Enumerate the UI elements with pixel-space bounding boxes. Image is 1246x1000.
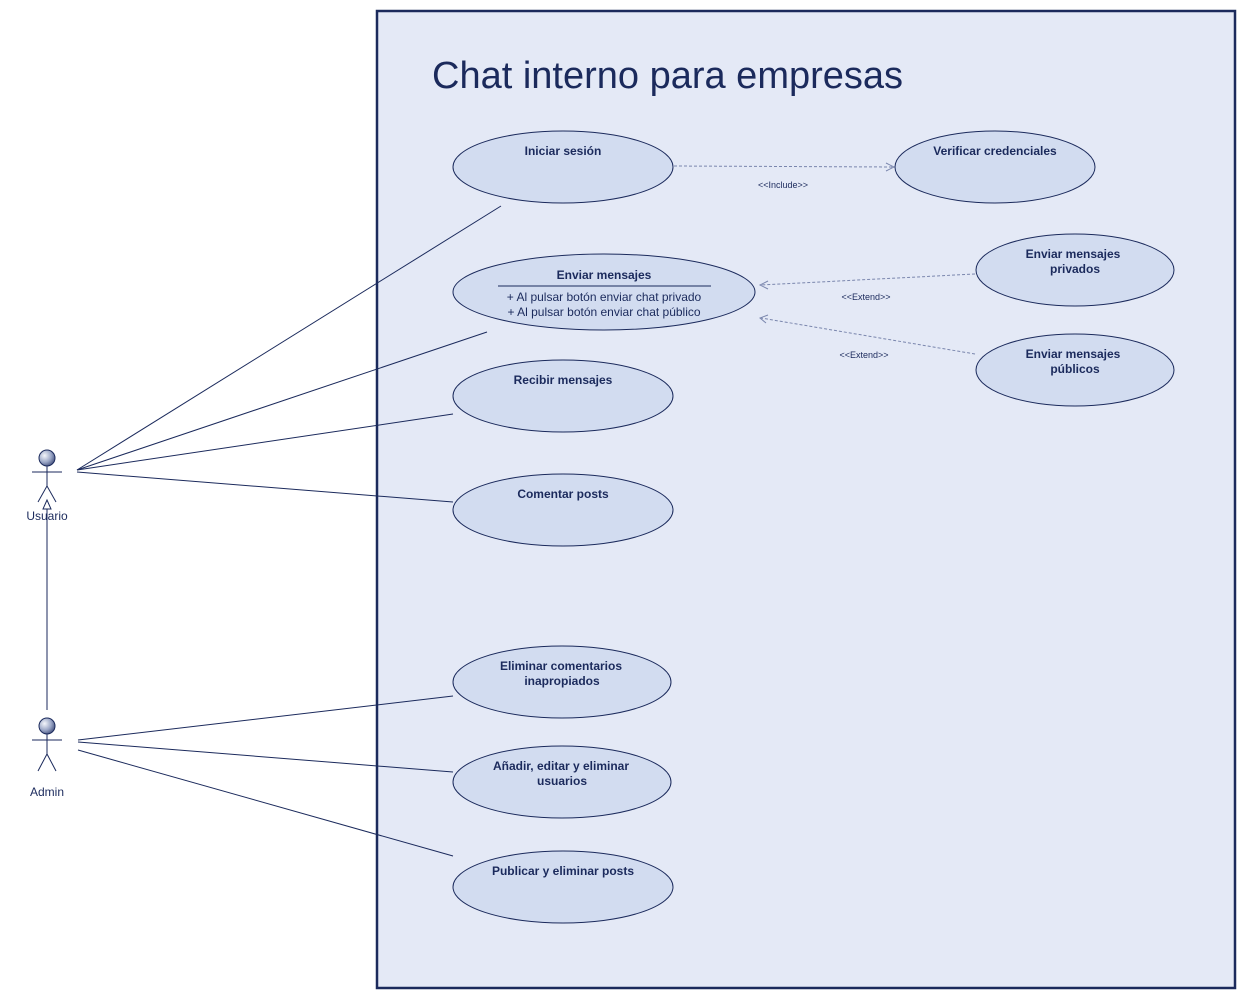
actor-usuario[interactable]: Usuario xyxy=(26,449,68,523)
actor-usuario-label: Usuario xyxy=(26,509,68,523)
actor-admin[interactable]: Admin xyxy=(30,717,64,799)
usecase-gestionar-usuarios-line1: Añadir, editar y eliminar xyxy=(493,759,629,773)
extend-relationship-privados[interactable]: <<Extend>> xyxy=(758,273,976,302)
actor-usuario-head xyxy=(38,449,56,467)
usecase-enviar-privados[interactable]: Enviar mensajes privados xyxy=(975,233,1175,307)
assoc-admin-gestionar-usuarios[interactable] xyxy=(77,741,454,773)
assoc-usuario-comentar-posts[interactable] xyxy=(76,471,454,503)
assoc-usuario-iniciar-sesion[interactable] xyxy=(76,205,502,471)
include-label: <<Include>> xyxy=(758,180,808,190)
system-title: Chat interno para empresas xyxy=(432,55,903,97)
usecase-eliminar-comentarios-line1: Eliminar comentarios xyxy=(500,659,622,673)
actor-admin-label: Admin xyxy=(30,785,64,799)
usecase-gestionar-usuarios-line2: usuarios xyxy=(537,774,587,788)
generalization-arrowhead xyxy=(42,498,52,510)
generalization-admin-usuario[interactable] xyxy=(42,498,52,710)
usecase-enviar-publicos[interactable]: Enviar mensajes públicos xyxy=(975,333,1175,407)
usecase-publicar-posts[interactable]: Publicar y eliminar posts xyxy=(452,850,674,924)
extend-relationship-publicos[interactable]: <<Extend>> xyxy=(759,314,976,360)
usuario-associations xyxy=(76,205,502,503)
usecase-publicar-posts-label: Publicar y eliminar posts xyxy=(492,864,634,878)
assoc-usuario-enviar-mensajes[interactable] xyxy=(76,331,488,471)
admin-associations xyxy=(77,695,454,857)
usecase-enviar-mensajes[interactable]: Enviar mensajes + Al pulsar botón enviar… xyxy=(452,253,756,331)
actor-admin-head xyxy=(38,717,56,735)
usecase-comentar-posts-label: Comentar posts xyxy=(517,487,609,501)
usecase-enviar-publicos-line2: públicos xyxy=(1050,362,1100,376)
usecase-eliminar-comentarios[interactable]: Eliminar comentarios inapropiados xyxy=(452,645,672,719)
usecase-eliminar-comentarios-line2: inapropiados xyxy=(524,674,600,688)
extend-label-publicos: <<Extend>> xyxy=(839,350,888,360)
usecase-enviar-privados-line1: Enviar mensajes xyxy=(1026,247,1121,261)
include-relationship[interactable]: <<Include>> xyxy=(673,162,896,190)
usecase-recibir-mensajes-label: Recibir mensajes xyxy=(514,373,613,387)
usecase-enviar-privados-line2: privados xyxy=(1050,262,1100,276)
usecase-verificar-credenciales-label: Verificar credenciales xyxy=(933,144,1057,158)
usecase-iniciar-sesion-label: Iniciar sesión xyxy=(525,144,602,158)
assoc-usuario-recibir-mensajes[interactable] xyxy=(76,413,454,471)
usecase-gestionar-usuarios[interactable]: Añadir, editar y eliminar usuarios xyxy=(452,745,672,819)
usecase-enviar-publicos-line1: Enviar mensajes xyxy=(1026,347,1121,361)
assoc-admin-eliminar-comentarios[interactable] xyxy=(77,695,454,741)
usecase-recibir-mensajes[interactable]: Recibir mensajes xyxy=(452,359,674,433)
extension-point-privado: + Al pulsar botón enviar chat privado xyxy=(507,290,702,304)
extension-point-publico: + Al pulsar botón enviar chat público xyxy=(507,305,700,319)
extend-label-privados: <<Extend>> xyxy=(841,292,890,302)
usecase-enviar-mensajes-label: Enviar mensajes xyxy=(557,268,652,282)
usecase-iniciar-sesion[interactable]: Iniciar sesión xyxy=(452,130,674,204)
assoc-admin-publicar-posts[interactable] xyxy=(77,749,454,857)
usecase-verificar-credenciales[interactable]: Verificar credenciales xyxy=(894,130,1096,204)
usecase-comentar-posts[interactable]: Comentar posts xyxy=(452,473,674,547)
